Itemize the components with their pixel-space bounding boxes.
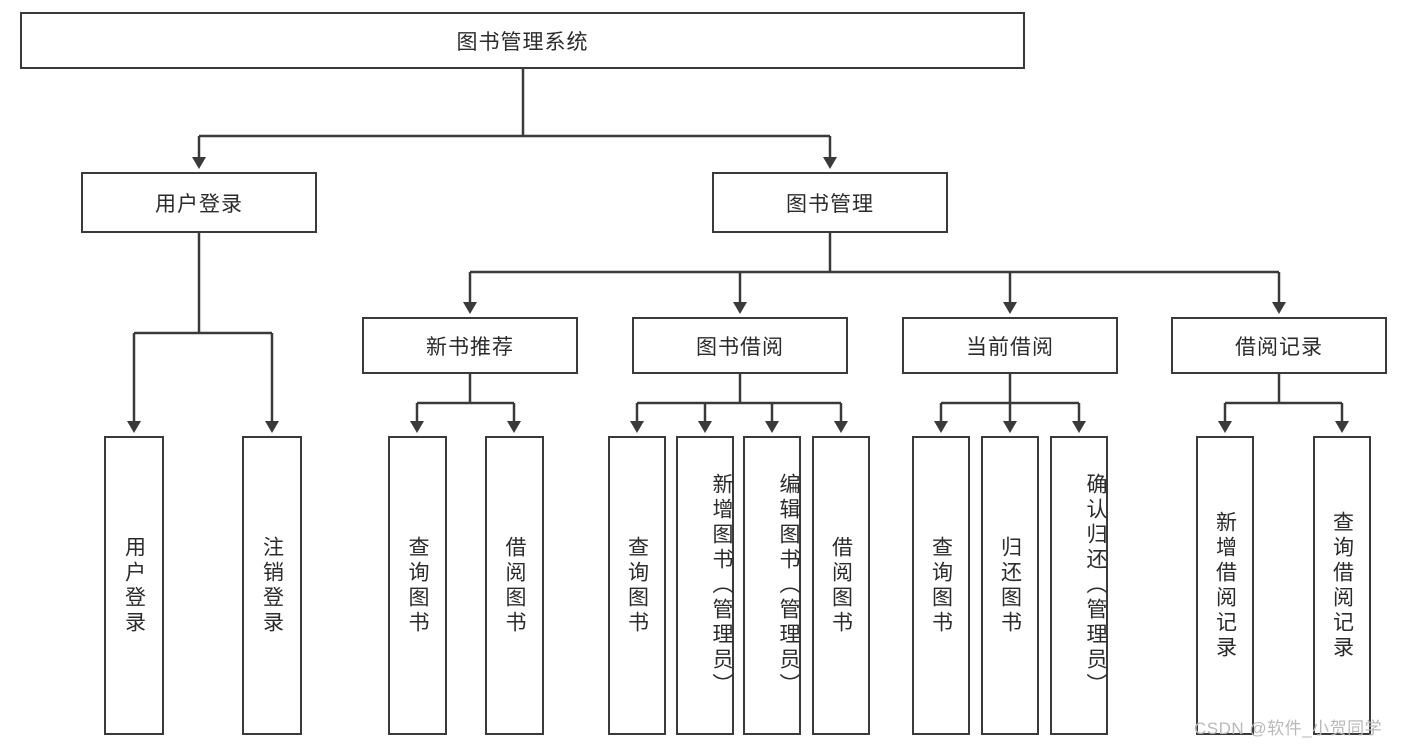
node-book-management-label: 图书管理: [786, 192, 874, 216]
leaf-query-book-borrow[interactable]: 查询图书: [608, 436, 666, 735]
leaf-add-borrow-record[interactable]: 新增借阅记录: [1196, 436, 1254, 735]
leaf-borrow-book-label: 借阅图书: [829, 535, 853, 636]
leaf-user-login-label: 用户登录: [122, 535, 146, 636]
leaf-borrow-book-recommend[interactable]: 借阅图书: [485, 436, 544, 735]
leaf-confirm-return-admin[interactable]: 确认归还（管理员）: [1050, 436, 1108, 735]
node-root-system[interactable]: 图书管理系统: [20, 12, 1025, 69]
leaf-edit-book-admin[interactable]: 编辑图书（管理员）: [743, 436, 801, 735]
leaf-query-book-recommend[interactable]: 查询图书: [388, 436, 447, 735]
leaf-query-book-borrow-label: 查询图书: [625, 535, 649, 636]
leaf-query-book-recommend-label: 查询图书: [406, 535, 429, 636]
leaf-add-borrow-record-label: 新增借阅记录: [1213, 510, 1237, 661]
leaf-logout[interactable]: 注销登录: [242, 436, 302, 735]
node-root-system-label: 图书管理系统: [456, 30, 589, 54]
leaf-return-book[interactable]: 归还图书: [981, 436, 1039, 735]
leaf-borrow-book[interactable]: 借阅图书: [812, 436, 870, 735]
leaf-edit-book-admin-label: 编辑图书（管理员）: [777, 473, 800, 698]
leaf-user-login[interactable]: 用户登录: [104, 436, 164, 735]
node-borrow-record-label: 借阅记录: [1235, 335, 1323, 359]
node-book-borrow-label: 图书借阅: [696, 335, 784, 359]
node-user-login[interactable]: 用户登录: [81, 172, 317, 233]
leaf-query-borrow-record[interactable]: 查询借阅记录: [1313, 436, 1371, 735]
leaf-query-book-current[interactable]: 查询图书: [912, 436, 970, 735]
leaf-add-book-admin-label: 新增图书（管理员）: [710, 473, 733, 698]
node-new-book-recommend-label: 新书推荐: [426, 335, 514, 359]
node-book-borrow[interactable]: 图书借阅: [632, 317, 848, 374]
leaf-logout-label: 注销登录: [260, 535, 284, 636]
node-current-borrow-label: 当前借阅: [966, 335, 1054, 359]
leaf-add-book-admin[interactable]: 新增图书（管理员）: [676, 436, 734, 735]
watermark-text: CSDN @软件_小贺同学: [1194, 719, 1383, 738]
node-user-login-label: 用户登录: [155, 192, 243, 216]
node-book-management[interactable]: 图书管理: [712, 172, 948, 233]
node-new-book-recommend[interactable]: 新书推荐: [362, 317, 578, 374]
leaf-return-book-label: 归还图书: [998, 535, 1022, 636]
leaf-confirm-return-admin-label: 确认归还（管理员）: [1084, 473, 1107, 698]
node-current-borrow[interactable]: 当前借阅: [902, 317, 1118, 374]
leaf-borrow-book-recommend-label: 借阅图书: [503, 535, 526, 636]
node-borrow-record[interactable]: 借阅记录: [1171, 317, 1387, 374]
leaf-query-borrow-record-label: 查询借阅记录: [1330, 510, 1354, 661]
leaf-query-book-current-label: 查询图书: [929, 535, 953, 636]
